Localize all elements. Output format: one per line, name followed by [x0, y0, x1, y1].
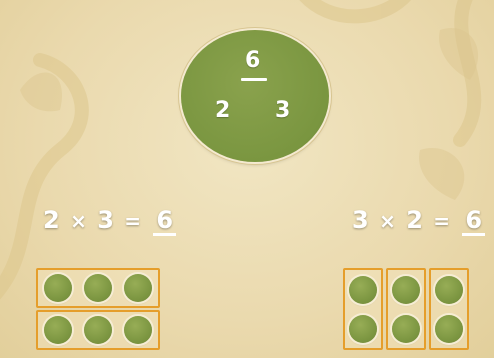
counter[interactable]	[84, 316, 112, 344]
counter[interactable]	[349, 276, 377, 304]
fact-factor-b: 3	[275, 100, 290, 122]
right-group-1[interactable]	[343, 268, 383, 350]
counter[interactable]	[435, 315, 463, 343]
fact-family-circle: 6 2 3	[181, 30, 329, 162]
counter[interactable]	[124, 274, 152, 302]
counter[interactable]	[349, 315, 377, 343]
counter[interactable]	[44, 316, 72, 344]
right-group-3[interactable]	[429, 268, 469, 350]
counter[interactable]	[124, 316, 152, 344]
equation-right: 3 × 2 = 6	[352, 208, 485, 236]
counter[interactable]	[392, 315, 420, 343]
equation-left-a: 2	[43, 208, 60, 232]
left-group-1[interactable]	[36, 268, 160, 308]
equation-left-b: 3	[97, 208, 114, 232]
multiply-sign: ×	[70, 211, 87, 231]
counter[interactable]	[44, 274, 72, 302]
equation-right-result[interactable]: 6	[462, 208, 485, 236]
equation-right-b: 2	[406, 208, 423, 232]
counter[interactable]	[84, 274, 112, 302]
fraction-bar	[241, 78, 267, 81]
equals-sign: =	[433, 211, 450, 231]
fact-total: 6	[245, 50, 260, 72]
counter[interactable]	[392, 276, 420, 304]
equals-sign: =	[124, 211, 141, 231]
equation-left-result[interactable]: 6	[153, 208, 176, 236]
left-group-2[interactable]	[36, 310, 160, 350]
multiply-sign: ×	[379, 211, 396, 231]
equation-left: 2 × 3 = 6	[43, 208, 176, 236]
right-group-2[interactable]	[386, 268, 426, 350]
equation-right-a: 3	[352, 208, 369, 232]
counter[interactable]	[435, 276, 463, 304]
fact-factor-a: 2	[215, 100, 230, 122]
